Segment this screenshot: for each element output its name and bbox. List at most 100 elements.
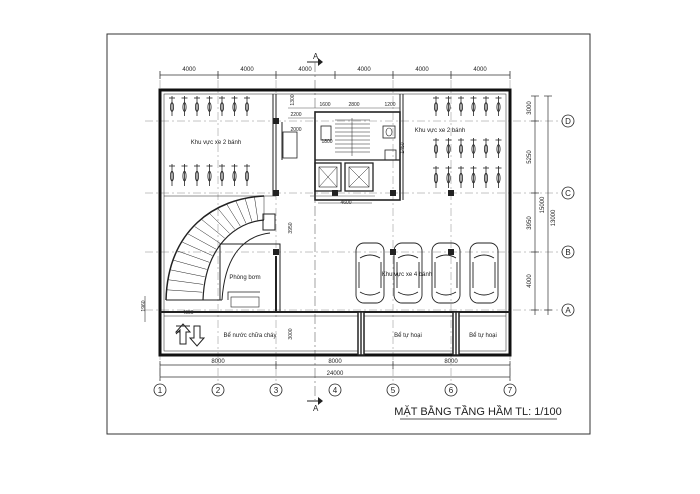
dim-vert-3950: 3950 bbox=[288, 222, 294, 233]
dim-top-4: 4000 bbox=[357, 67, 371, 73]
motorbike-icon bbox=[181, 164, 188, 186]
motorbike-row-left-top bbox=[169, 96, 250, 116]
motorbike-icon bbox=[470, 96, 477, 116]
dim-top-5: 4000 bbox=[415, 67, 429, 73]
bottom-dimension bbox=[159, 361, 511, 381]
dim-right-1: 3000 bbox=[527, 101, 533, 115]
axis-row-b: B bbox=[565, 248, 570, 257]
dim-1600: 1600 bbox=[319, 102, 330, 108]
inner-dimensions bbox=[288, 107, 400, 197]
axis-row-a: A bbox=[565, 306, 571, 315]
ramp-tick bbox=[170, 269, 205, 278]
section-mark-bottom: A bbox=[307, 397, 323, 413]
sheet-frame bbox=[106, 33, 591, 435]
axis-col-3: 3 bbox=[274, 386, 279, 395]
dim-bottom-1: 8000 bbox=[211, 359, 225, 365]
dim-left-4000: 4000 bbox=[182, 310, 193, 316]
motorbike-icon bbox=[433, 138, 439, 158]
motorbike-icon bbox=[470, 166, 477, 188]
section-label-bottom: A bbox=[313, 404, 319, 413]
ramp-tick bbox=[201, 219, 225, 239]
dim-2200: 2200 bbox=[290, 112, 301, 118]
motorbike-icon bbox=[433, 96, 439, 116]
grid-axis-rows bbox=[145, 120, 563, 311]
motorbike-icon bbox=[169, 96, 175, 116]
dim-right-2: 5250 bbox=[527, 150, 533, 164]
right-motorbike-zone bbox=[399, 94, 404, 200]
tanks-band bbox=[160, 311, 510, 356]
section-label-top: A bbox=[313, 52, 319, 61]
dim-2800: 2800 bbox=[348, 102, 359, 108]
axis-col-5: 5 bbox=[391, 386, 396, 395]
dim-left-small: 1960 bbox=[141, 300, 147, 311]
motorbike-icon bbox=[219, 96, 225, 116]
label-septic-2: Bể tự hoại bbox=[469, 332, 497, 339]
motorbike-icon bbox=[495, 138, 502, 158]
drawing-title: MẶT BẰNG TẦNG HẦM TL: 1/100 bbox=[394, 405, 562, 418]
motorbike-icon bbox=[495, 96, 502, 116]
ramp-tick bbox=[173, 259, 207, 270]
motorbike-icon bbox=[445, 96, 452, 116]
motorbike-icon bbox=[483, 138, 489, 158]
car-icon bbox=[355, 242, 385, 304]
motorbike-icon bbox=[458, 138, 464, 158]
label-fire-tank: Bể nước chữa cháy bbox=[224, 332, 277, 339]
motorbike-row-left-bottom bbox=[169, 164, 250, 186]
dim-bottom-3: 8000 bbox=[444, 359, 458, 365]
ramp-tick bbox=[217, 208, 235, 230]
motorbike-icon bbox=[445, 138, 452, 158]
dim-top-1: 4000 bbox=[182, 67, 196, 73]
dim-1800: 1800 bbox=[321, 139, 332, 145]
dim-right-4: 4000 bbox=[527, 274, 533, 288]
motorbike-icon bbox=[169, 164, 175, 186]
dim-top-3: 4000 bbox=[298, 67, 312, 73]
dim-vert-1300: 1300 bbox=[290, 94, 296, 105]
ramp-tick bbox=[209, 213, 230, 234]
ramp-tick bbox=[235, 200, 247, 224]
ramp-tick bbox=[188, 233, 217, 250]
grid-row-bubbles bbox=[561, 114, 575, 317]
axis-row-c: C bbox=[565, 189, 571, 198]
car-icon bbox=[469, 242, 499, 304]
dim-right-3: 3950 bbox=[527, 216, 533, 230]
ramp-tick bbox=[244, 197, 253, 222]
motorbike-icon bbox=[458, 166, 464, 188]
ramp-tick bbox=[166, 289, 203, 293]
motorbike-icon bbox=[244, 164, 250, 186]
label-moto-left: Khu vực xe 2 bánh bbox=[191, 140, 241, 146]
building-walls bbox=[158, 88, 512, 357]
axis-col-6: 6 bbox=[449, 386, 454, 395]
motorbike-icon bbox=[194, 164, 200, 186]
motorbike-icon bbox=[495, 166, 502, 188]
ramp-tick bbox=[194, 226, 221, 244]
dim-1200: 1200 bbox=[384, 102, 395, 108]
motorbike-row-right-mid bbox=[433, 138, 502, 158]
section-mark-top: A bbox=[307, 52, 323, 66]
dim-vert-1450: 1450 bbox=[400, 142, 406, 153]
motorbike-icon bbox=[231, 96, 238, 116]
elevator-left bbox=[314, 162, 342, 192]
label-pump-room: Phòng bơm bbox=[229, 275, 260, 281]
ramp-tick bbox=[226, 203, 241, 227]
ramp-tick bbox=[167, 279, 204, 285]
motorbike-icon bbox=[219, 164, 225, 186]
motorbike-icon bbox=[483, 96, 489, 116]
ramp-tick bbox=[177, 250, 210, 263]
label-car-area: Khu vực xe 4 bánh bbox=[382, 272, 432, 278]
motorbike-icon bbox=[458, 96, 464, 116]
dim-bottom-2: 8000 bbox=[328, 359, 342, 365]
motorbike-icon bbox=[206, 96, 213, 116]
structural-columns bbox=[273, 118, 454, 255]
motorbike-row-right-top bbox=[433, 96, 502, 116]
dim-top-2: 4000 bbox=[240, 67, 254, 73]
axis-col-7: 7 bbox=[508, 386, 513, 395]
dim-4600: 4600 bbox=[340, 200, 351, 206]
dim-vert-3000: 3000 bbox=[288, 328, 294, 339]
spiral-ramp bbox=[165, 195, 276, 301]
axis-col-4: 4 bbox=[333, 386, 338, 395]
dim-top-6: 4000 bbox=[473, 67, 487, 73]
motorbike-icon bbox=[194, 96, 200, 116]
dim-bottom-total: 24000 bbox=[327, 371, 344, 377]
label-moto-right: Khu vực xe 2 bánh bbox=[415, 128, 465, 134]
